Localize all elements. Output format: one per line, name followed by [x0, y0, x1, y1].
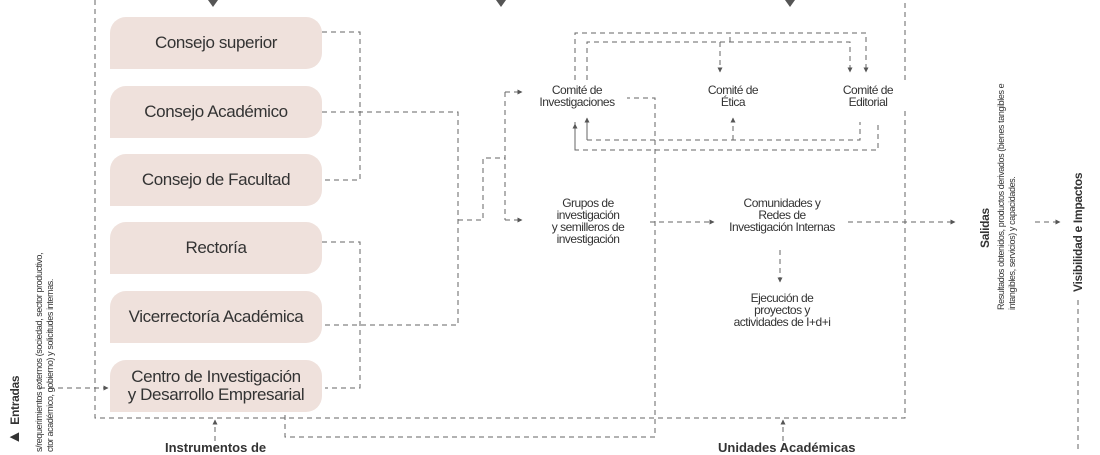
salidas-title: Salidas: [978, 208, 992, 248]
box-rectoria: Rectoría: [110, 222, 322, 274]
box-centro-investigacion: Centro de Investigación y Desarrollo Emp…: [110, 360, 322, 412]
entradas-label: ▲ Entradas: [6, 375, 23, 445]
comite-editorial: Comité de Editorial: [828, 84, 908, 108]
comite-etica: Comité de Ética: [693, 84, 773, 108]
grupos-investigacion: Grupos de investigación y semilleros de …: [538, 197, 638, 245]
unidades-academicas-title: Unidades Académicas: [718, 440, 856, 455]
entradas-description: s/requerimientos externos (sociedad, sec…: [34, 252, 55, 452]
comunidades-redes: Comunidades y Redes de Investigación Int…: [720, 197, 844, 233]
salidas-description: Resultados obtenidos, productos derivado…: [996, 83, 1017, 310]
arrow-icon: ▲: [6, 429, 23, 445]
comite-investigaciones: Comité de Investigaciones: [527, 84, 627, 108]
visibilidad-title: Visibilidad e Impactos: [1071, 172, 1085, 292]
ejecucion-proyectos: Ejecución de proyectos y actividades de …: [720, 292, 844, 328]
box-consejo-superior: Consejo superior: [110, 17, 322, 69]
instrumentos-title: Instrumentos de: [165, 440, 267, 455]
box-consejo-facultad: Consejo de Facultad: [110, 154, 322, 206]
box-consejo-academico: Consejo Académico: [110, 86, 322, 138]
box-vicerrectoria: Vicerrectoría Académica: [110, 291, 322, 343]
